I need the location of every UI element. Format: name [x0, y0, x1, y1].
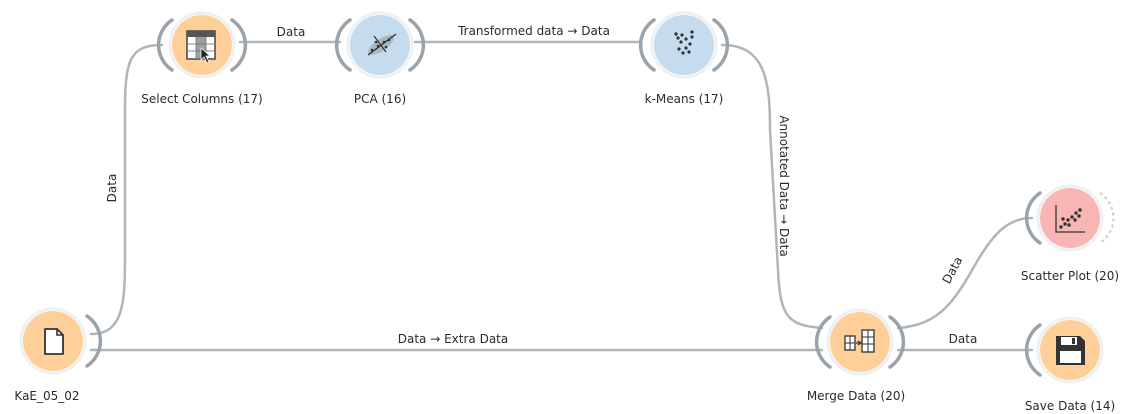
node-select-columns-label: Select Columns (17) [141, 92, 263, 106]
node-kmeans[interactable]: k-Means (17) [638, 11, 730, 106]
node-scatter-plot[interactable]: Scatter Plot (20) [1021, 184, 1119, 283]
table-select-icon [186, 30, 216, 64]
links-layer: Data Data Transformed data → Data Annota… [89, 24, 1034, 352]
link-label-file-to-select: Data [105, 174, 119, 203]
node-merge-data[interactable]: Merge Data (20) [807, 308, 905, 403]
link-kmeans-to-merge-data[interactable] [720, 43, 824, 330]
node-file[interactable]: KaE_05_02 [14, 307, 103, 403]
document-icon [44, 328, 64, 355]
merge-tables-icon [844, 329, 875, 353]
link-merge-data-to-scatter-plot[interactable] [896, 216, 1034, 330]
link-label-file-to-merge: Data → Extra Data [398, 332, 508, 346]
node-save-data-label: Save Data (14) [1025, 399, 1115, 413]
node-pca[interactable]: PCA (16) [334, 11, 426, 106]
link-label-pca-to-kmeans: Transformed data → Data [457, 24, 610, 38]
node-kmeans-circle [654, 15, 714, 75]
link-file-to-select-columns[interactable] [89, 43, 164, 336]
pca-projection-icon [367, 33, 397, 56]
node-pca-label: PCA (16) [354, 92, 406, 106]
link-label-merge-to-scatter: Data [940, 254, 966, 286]
node-save-data[interactable]: Save Data (14) [1025, 316, 1115, 413]
node-file-label: KaE_05_02 [14, 389, 79, 403]
scatter-plot-icon [1055, 205, 1085, 233]
link-label-select-to-pca: Data [277, 25, 306, 39]
floppy-disk-icon [1056, 336, 1085, 365]
link-label-kmeans-to-merge: Annotated Data → Data [777, 115, 791, 256]
link-label-merge-to-save: Data [949, 332, 978, 346]
cluster-points-icon [674, 30, 694, 55]
node-select-columns[interactable]: Select Columns (17) [141, 11, 263, 106]
node-scatter-plot-label: Scatter Plot (20) [1021, 269, 1119, 283]
node-merge-data-label: Merge Data (20) [807, 389, 905, 403]
node-scatter-plot-circle [1040, 188, 1100, 248]
node-kmeans-label: k-Means (17) [645, 92, 724, 106]
